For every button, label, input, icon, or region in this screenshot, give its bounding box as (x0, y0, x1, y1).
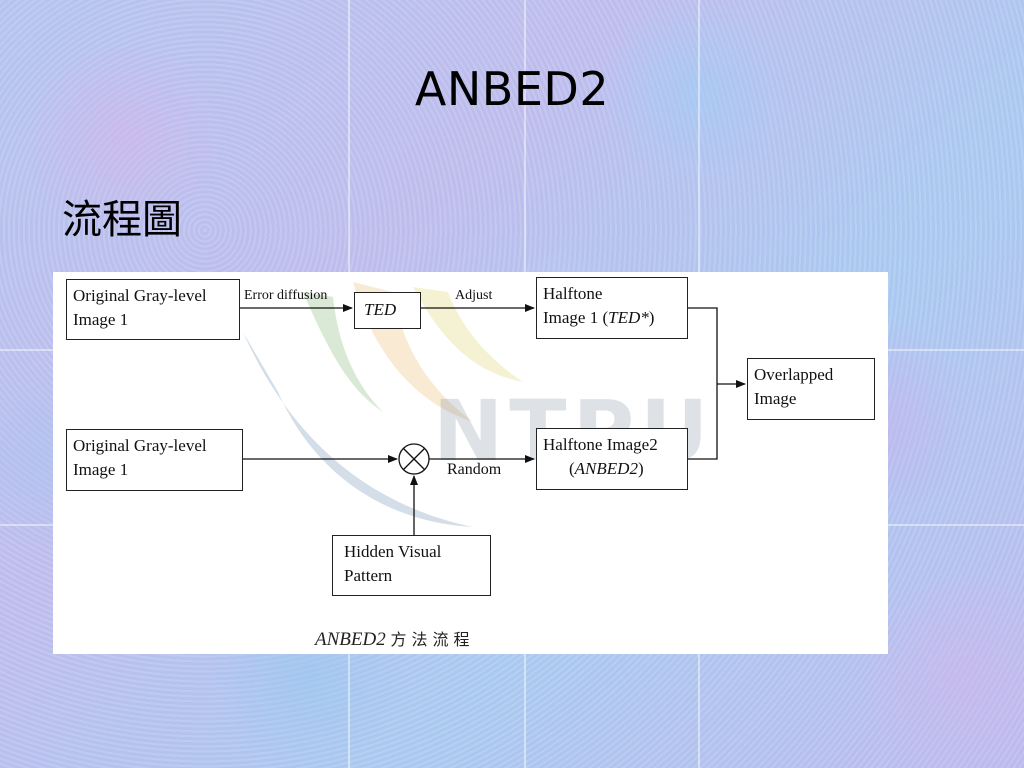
connector-halftone1-to-merge (688, 307, 718, 460)
halftone-image-1-node: Halftone Image 1 (TED*) (536, 277, 688, 339)
flowchart-figure: NTPU Original Gray-level Image 1 TED Hal… (53, 272, 888, 654)
node-line: TED (364, 300, 397, 319)
node-line: Halftone Image2 (543, 435, 658, 454)
node-line: Image 1 (73, 460, 129, 479)
node-line: Image (754, 389, 797, 408)
node-text-italic: ANBED2 (574, 459, 638, 478)
edge-label-adjust: Adjust (455, 288, 493, 303)
node-line: Image 1 (73, 310, 129, 329)
edge-label-random: Random (447, 461, 502, 478)
caption-cjk: 方法流程 (390, 630, 475, 649)
original-image-2-node: Original Gray-level Image 1 (66, 429, 243, 491)
slide-title: ANBED2 (414, 62, 610, 116)
flowchart-connectors (239, 304, 746, 537)
node-line: Overlapped (754, 365, 834, 384)
overlapped-image-node: Overlapped Image (747, 358, 875, 420)
node-text: ) (648, 308, 655, 327)
slide-subtitle: 流程圖 (62, 197, 182, 243)
node-text: ( (569, 459, 575, 478)
node-line: Original Gray-level (73, 286, 207, 305)
multiplication-circle-icon (398, 443, 430, 475)
halftone-image-2-node: Halftone Image2 (ANBED2) (536, 428, 688, 490)
figure-caption: ANBED2 方法流程 (315, 626, 474, 651)
hidden-visual-pattern-node: Hidden Visual Pattern (332, 535, 491, 596)
node-line: Halftone (543, 284, 603, 303)
node-line: Hidden Visual (344, 542, 442, 561)
edge-label-error-diffusion: Error diffusion (244, 288, 328, 303)
node-line: (ANBED2) (543, 457, 681, 481)
node-text-italic: TED* (608, 308, 649, 327)
caption-latin: ANBED2 (315, 629, 386, 650)
node-line: Original Gray-level (73, 436, 207, 455)
original-image-1-node: Original Gray-level Image 1 (66, 279, 240, 340)
node-text: ) (637, 459, 644, 478)
ted-node: TED (354, 292, 421, 329)
node-text: Image 1 ( (543, 308, 609, 327)
node-line: Image 1 (TED*) (543, 306, 681, 330)
node-line: Pattern (344, 566, 393, 585)
